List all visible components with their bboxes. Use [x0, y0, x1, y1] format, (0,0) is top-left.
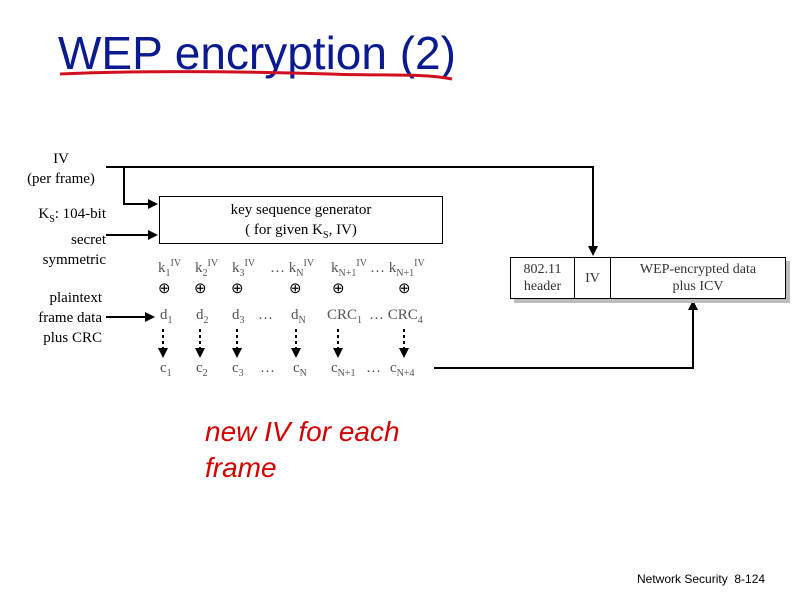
iv-to-keygen-arrow: [123, 167, 158, 209]
iv-to-frame-arrow: [106, 166, 598, 256]
ciphertext-0: c1: [160, 360, 172, 379]
keystream-5: … kN+1IV: [370, 258, 425, 279]
title-underline: [59, 70, 453, 81]
keystream-1: k2IV: [195, 258, 219, 279]
ciphertext-4: cN: [293, 360, 307, 379]
keystream-3: … kNIV: [270, 258, 315, 279]
cipher-to-frame-arrow: [434, 300, 698, 369]
ks-label: KS: 104-bit secret symmetric: [38, 206, 106, 268]
ciphertext-6: …: [366, 360, 381, 376]
xor-symbol-4: ⊕: [332, 281, 345, 297]
plaintext-3: …: [258, 307, 273, 323]
xor-symbol-0: ⊕: [158, 281, 171, 297]
plaintext-label: plaintext frame data plus CRC: [38, 290, 102, 346]
footer-text: Network Security: [637, 572, 728, 586]
ciphertext-2: c3: [232, 360, 244, 379]
xor-symbol-5: ⊕: [398, 281, 411, 297]
plaintext-6: … CRC4: [369, 307, 423, 326]
keystream-4: kN+1IV: [331, 258, 367, 279]
xor-symbol-2: ⊕: [231, 281, 244, 297]
keystream-2: k3IV: [232, 258, 256, 279]
iv-label: IV (per frame): [27, 151, 95, 187]
ciphertext-3: …: [260, 360, 275, 376]
frame-iv-cell: IV: [575, 258, 611, 298]
keystream-0: k1IV: [158, 258, 182, 279]
key-sequence-generator-box: key sequence generator ( for given KS, I…: [159, 196, 443, 244]
ciphertext-1: c2: [196, 360, 208, 379]
plaintext-2: d3: [232, 307, 245, 326]
column-dashed-arrows: [158, 329, 409, 358]
slide-footer: Network Security 8-124: [637, 572, 765, 586]
xor-symbol-3: ⊕: [289, 281, 302, 297]
ciphertext-7: cN+4: [390, 360, 415, 379]
plaintext-1: d2: [196, 307, 209, 326]
plaintext-4: dN: [291, 307, 306, 326]
plaintext-5: CRC1: [327, 307, 363, 326]
new-iv-note: new IV for each frame: [205, 416, 400, 483]
plaintext-0: d1: [160, 307, 173, 326]
page-number: 8-124: [734, 572, 766, 586]
xor-symbol-1: ⊕: [194, 281, 207, 297]
ciphertext-5: cN+1: [331, 360, 356, 379]
slide-title: WEP encryption (2): [58, 27, 456, 79]
